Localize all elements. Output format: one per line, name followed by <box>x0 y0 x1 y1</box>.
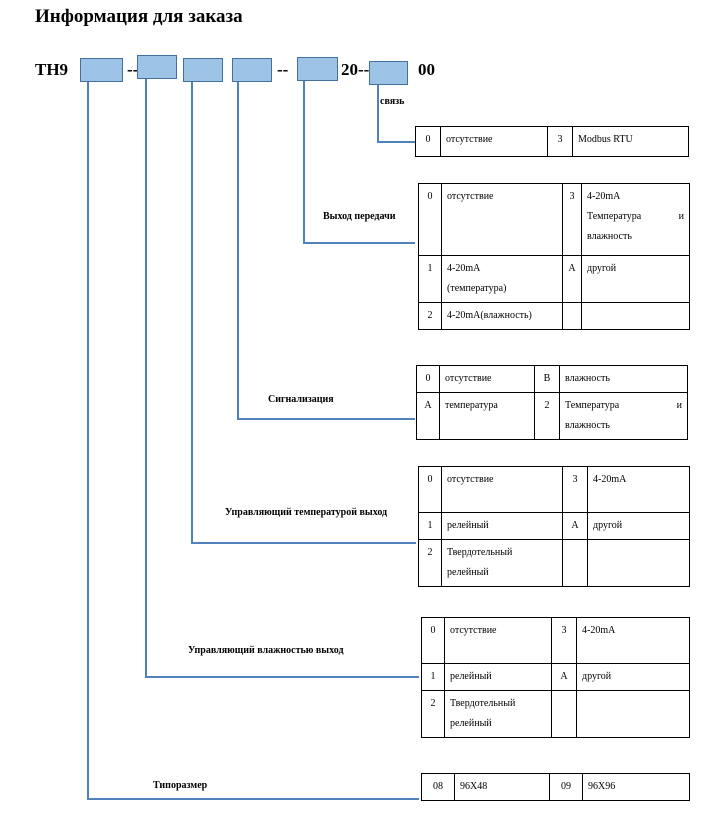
code-box-humidity-output <box>137 55 177 79</box>
table-row: 2 4-20mA(влажность) <box>418 302 690 330</box>
code-separator-2: -- <box>277 60 289 79</box>
table-communication: 0 отсутствие 3 Modbus RTU <box>415 126 689 157</box>
table-row: 1 релейный A другой <box>418 512 690 540</box>
connector-size-h <box>87 798 419 800</box>
table-size: 08 96X48 09 96X96 <box>421 773 690 801</box>
connector-alarm-v <box>237 82 239 419</box>
table-alarm: 0 отсутствие B влажность A температура 2… <box>416 365 688 440</box>
label-temperature-output: Управляющий температурой выход <box>225 507 388 518</box>
code-box-communication <box>369 61 408 85</box>
code-box-alarm <box>232 58 272 82</box>
code-box-temperature-output <box>183 58 223 82</box>
table-row: A температура 2 Температура и влажность <box>416 392 688 440</box>
code-separator-1: -- <box>127 60 139 79</box>
table-row: 2 Твердотельный релейный <box>418 539 690 587</box>
connector-hum-h <box>145 676 419 678</box>
label-transmission: Выход передачи <box>323 211 396 222</box>
label-size: Типоразмер <box>153 780 208 791</box>
table-transmission: 0 отсутствие 3 4-20mA Температура и влаж… <box>418 183 690 330</box>
table-row: 1 релейный A другой <box>421 663 690 691</box>
table-row: 0 отсутствие 3 4-20mA Температура и влаж… <box>418 183 690 256</box>
label-humidity-output: Управляющий влажностью выход <box>188 645 344 656</box>
table-row: 0 отсутствие 3 4-20mA <box>418 466 690 513</box>
table-temperature-output: 0 отсутствие 3 4-20mA 1 релейный A друго… <box>418 466 690 587</box>
connector-temp-h <box>191 542 416 544</box>
table-humidity-output: 0 отсутствие 3 4-20mA 1 релейный A друго… <box>421 617 690 738</box>
connector-alarm-h <box>237 418 415 420</box>
connector-hum-v <box>145 79 147 677</box>
table-row: 0 отсутствие B влажность <box>416 365 688 393</box>
connector-temp-v <box>191 82 193 543</box>
table-row: 1 4-20mA (температура) A другой <box>418 255 690 303</box>
table-row: 08 96X48 09 96X96 <box>421 773 690 801</box>
connector-comm-h <box>377 141 415 143</box>
connector-transmit-v <box>303 81 305 243</box>
table-row: 2 Твердотельный релейный <box>421 690 690 738</box>
table-row: 0 отсутствие 3 4-20mA <box>421 617 690 664</box>
connector-transmit-h <box>303 242 415 244</box>
code-fixed-00: 00 <box>418 60 435 79</box>
label-communication: связь <box>380 96 405 107</box>
code-box-transmission-output <box>297 57 338 81</box>
label-alarm: Сигнализация <box>268 394 334 405</box>
connector-comm-v <box>377 85 379 142</box>
connector-size-v <box>87 82 89 799</box>
model-prefix: TH9 <box>35 60 69 79</box>
code-box-size <box>80 58 123 82</box>
page-title: Информация для заказа <box>35 6 243 27</box>
code-fixed-20: 20-- <box>341 60 370 79</box>
table-row: 0 отсутствие 3 Modbus RTU <box>415 126 689 157</box>
